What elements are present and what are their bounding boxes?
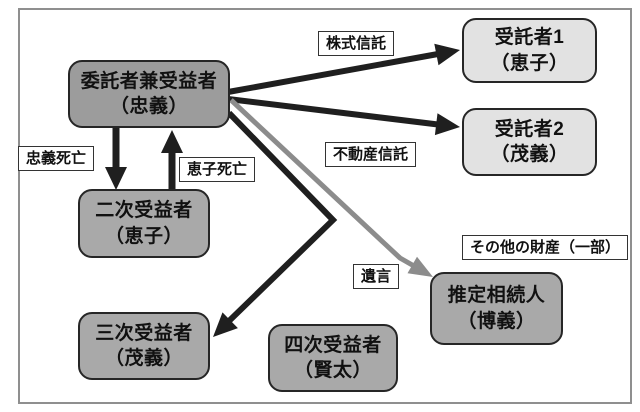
edge-label-will: 遺言 <box>353 264 400 289</box>
arrow-tadayoshi-death <box>105 127 127 190</box>
node-presumptive-heir: 推定相続人 （博義） <box>430 272 563 345</box>
node-second-beneficiary: 二次受益者 （恵子） <box>78 189 210 258</box>
node-trustee-2: 受託者2 （茂義） <box>462 108 597 176</box>
node-label: 推定相続人 <box>447 285 546 307</box>
node-trustee-1: 受託者1 （恵子） <box>462 18 597 83</box>
node-sublabel: （恵子） <box>104 225 183 247</box>
node-sublabel: （茂義） <box>490 144 569 165</box>
node-label: 受託者2 <box>494 118 565 140</box>
arrow-stock-trust <box>227 43 460 95</box>
diagram-frame <box>18 8 632 404</box>
node-label: 受託者1 <box>494 27 565 49</box>
node-sublabel: （博義） <box>457 310 536 332</box>
edge-label-stock-trust: 株式信託 <box>318 31 395 56</box>
edge-label-tadayoshi-death: 忠義死亡 <box>18 146 95 171</box>
arrow-to-third-beneficiary <box>213 110 338 337</box>
arrow-keiko-death <box>161 130 183 190</box>
node-label: 委託者兼受益者 <box>80 70 218 92</box>
edge-label-real-estate-trust: 不動産信託 <box>325 142 417 167</box>
node-label: 二次受益者 <box>95 200 193 222</box>
node-sublabel: （賢太） <box>293 360 372 381</box>
edge-label-keiko-death: 恵子死亡 <box>179 157 256 182</box>
node-sublabel: （恵子） <box>490 52 569 74</box>
node-fourth-beneficiary: 四次受益者 （賢太） <box>268 324 398 392</box>
node-label: 三次受益者 <box>95 322 193 344</box>
node-sublabel: （忠義） <box>109 96 188 117</box>
arrow-will-to-heir <box>229 98 433 277</box>
node-settlor-beneficiary: 委託者兼受益者 （忠義） <box>68 60 230 128</box>
arrow-real-estate-trust <box>227 96 460 136</box>
node-sublabel: （茂義） <box>104 348 183 369</box>
node-third-beneficiary: 三次受益者 （茂義） <box>78 312 210 380</box>
edge-label-other-property: その他の財産（一部） <box>462 235 629 260</box>
node-label: 四次受益者 <box>284 334 382 356</box>
